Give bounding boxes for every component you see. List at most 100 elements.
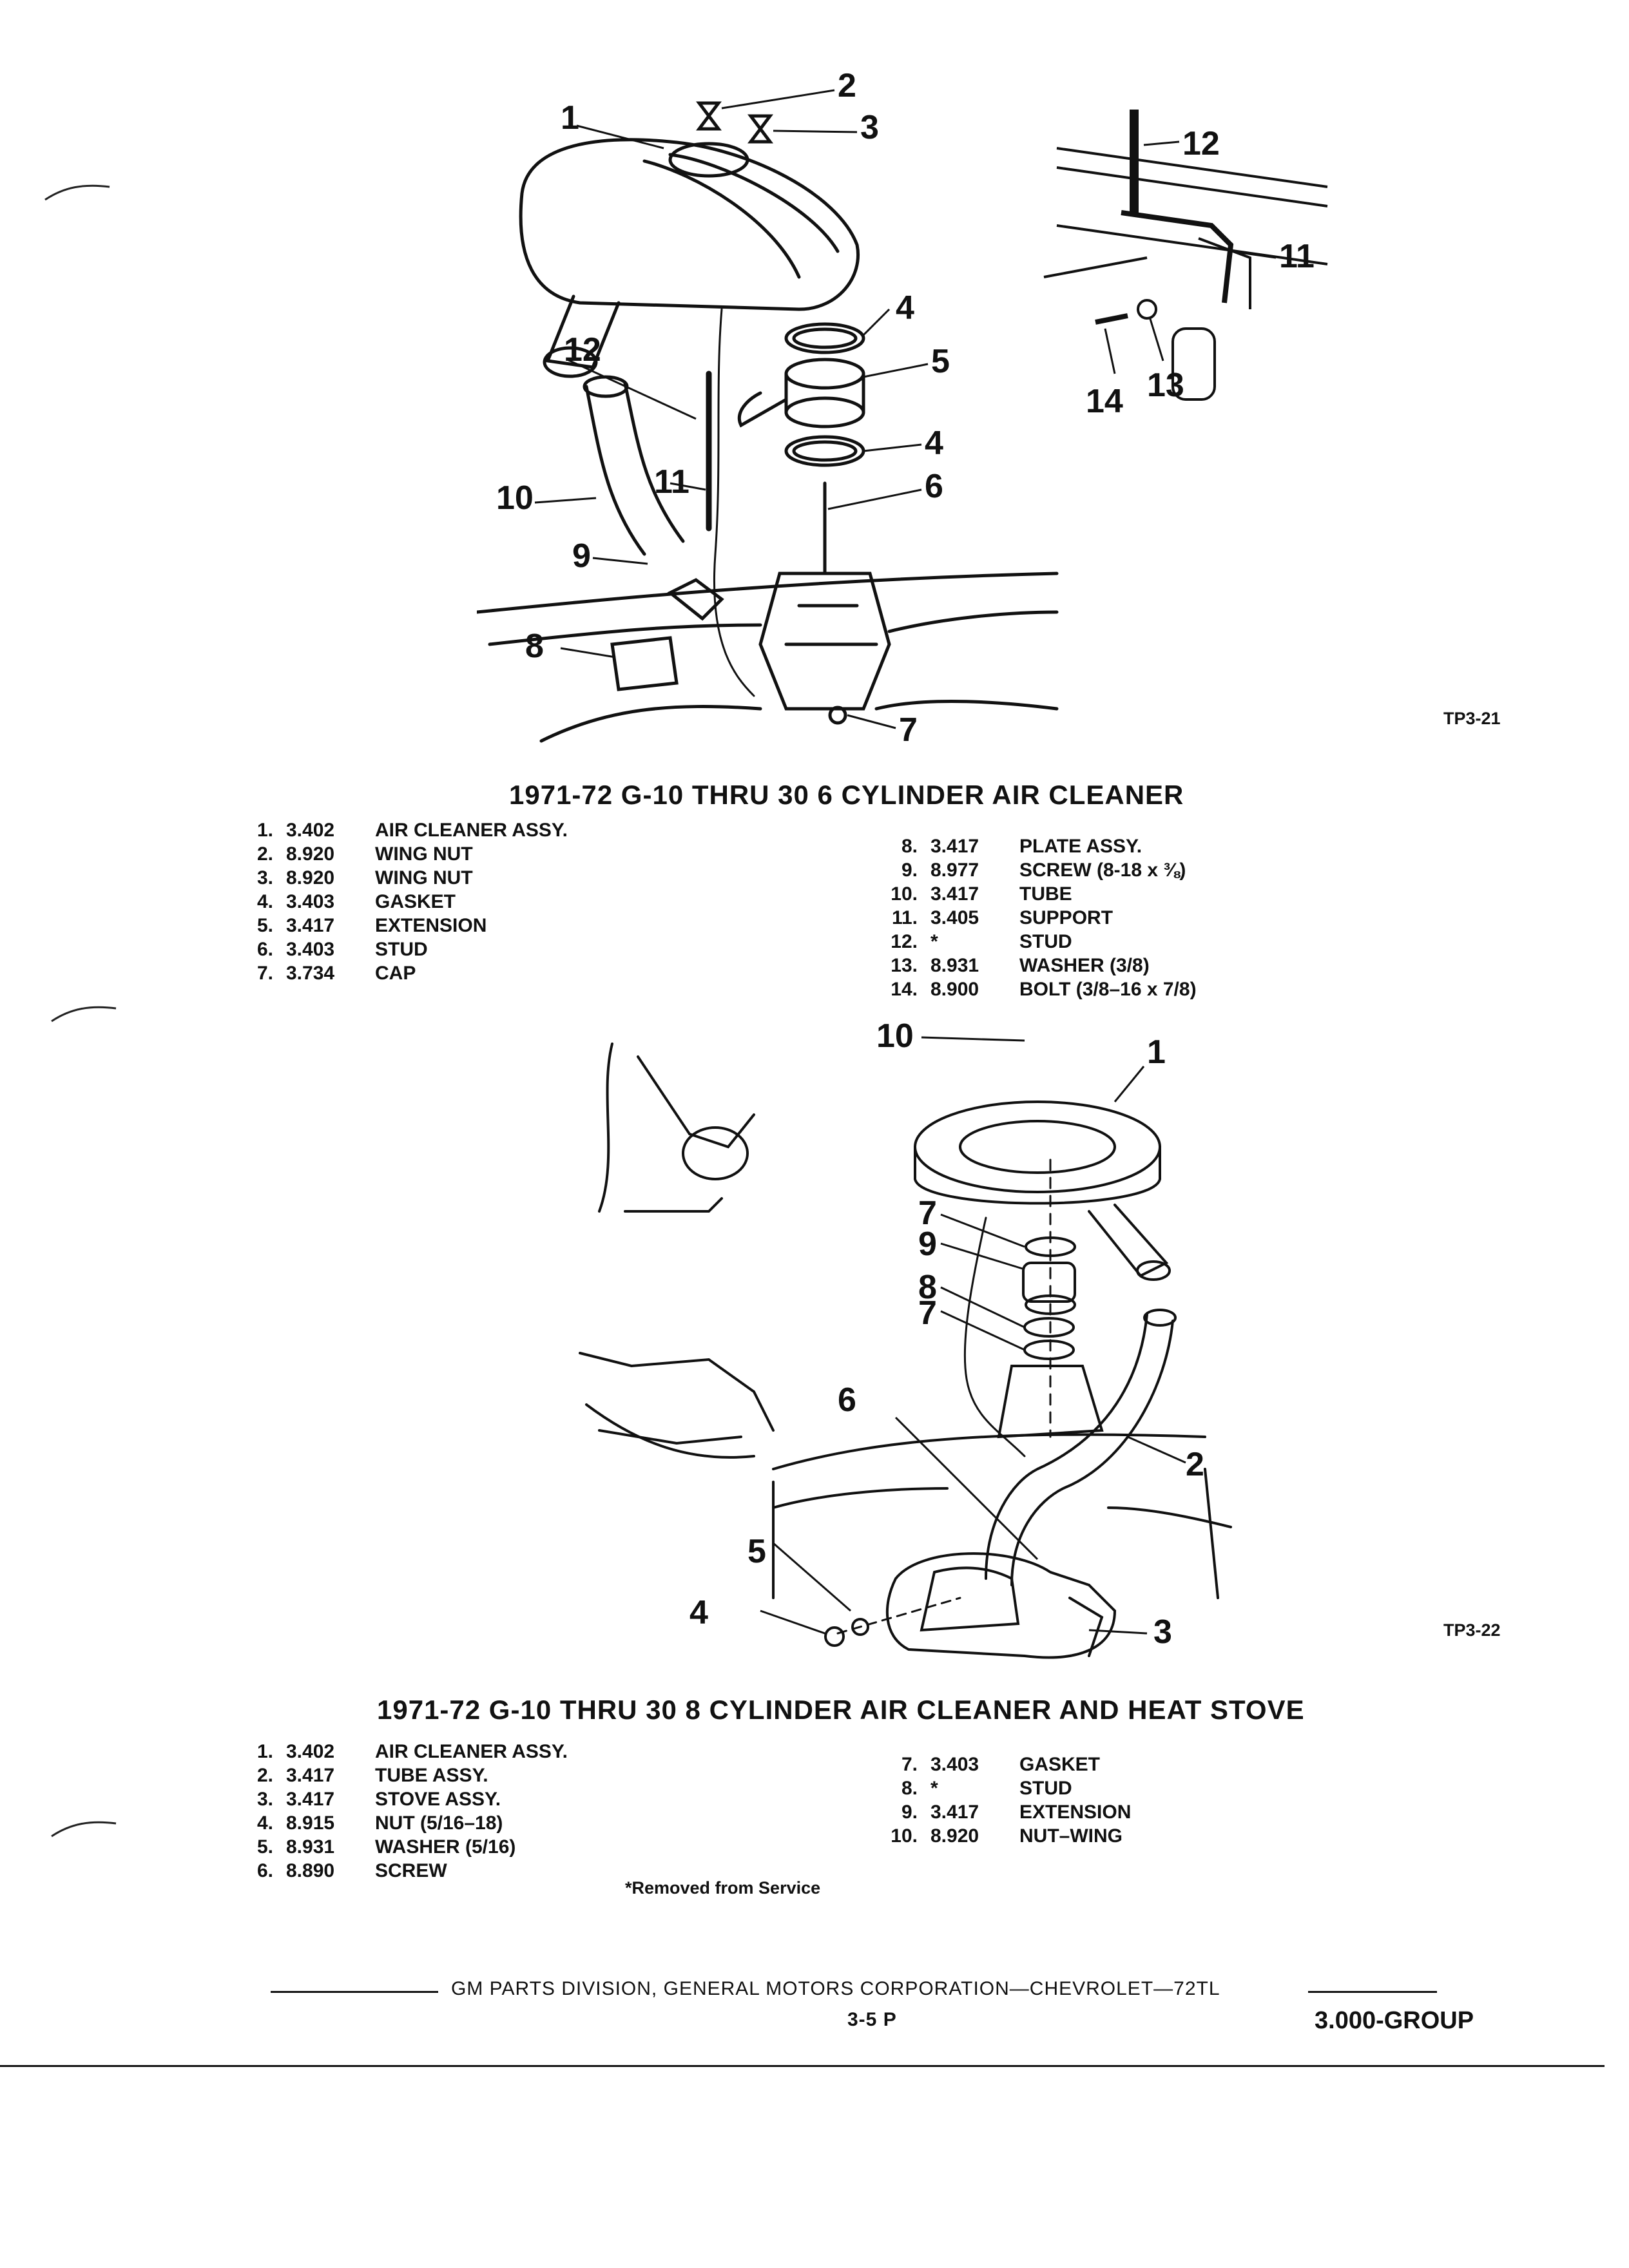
footer-rule-left [271,1991,438,1993]
part-desc: STUD [375,939,428,960]
part-desc: NUT (5/16–18) [375,1812,503,1834]
part-num: 3. [256,1789,273,1810]
figure1-inset-svg: 12 11 13 14 [1043,110,1328,419]
scan-mark [44,184,110,201]
fig1-callout-12: 12 [564,331,601,369]
part-code: 3.403 [286,891,335,912]
part-code: 3.403 [286,939,335,960]
part-num: 2. [256,1765,273,1786]
part-num: 8. [901,836,918,857]
part-code: 3.417 [286,1789,335,1810]
part-num: 3. [256,867,273,889]
parts-row: 5. 3.417 EXTENSION [245,914,568,937]
fig1-callout-8: 8 [525,628,544,665]
part-code: * [930,1778,938,1799]
scan-mark [51,1006,117,1023]
fig1-callout-3: 3 [860,109,879,146]
part-desc: STUD [1019,1778,1072,1799]
part-code: * [930,931,938,952]
scan-mark [51,1821,117,1838]
part-code: 3.403 [930,1754,979,1775]
part-num: 14. [891,979,918,1000]
part-desc: SCREW [375,1860,447,1881]
part-code: 3.405 [930,907,979,928]
air-cleaner-housing [519,138,860,311]
page-number: 3-5 P [847,2009,897,2030]
part-desc: PLATE ASSY. [1019,836,1142,857]
part-num: 9. [901,1802,918,1823]
figure2-diagram: 10 1 7 9 8 7 6 2 5 4 3 [561,1018,1308,1675]
fig1-callout-10: 10 [496,479,534,517]
part-desc: SCREW (8-18 x ⅜) [1019,860,1186,881]
fig1-callout-4a: 4 [896,289,914,327]
part-desc: WASHER (3/8) [1019,955,1150,976]
part-code: 3.402 [286,820,335,841]
part-desc: WING NUT [375,843,473,865]
part-code: 8.890 [286,1860,335,1881]
part-num: 6. [256,939,273,960]
fig1-callout-11-inset: 11 [1279,238,1315,275]
figure1-inset: 12 11 13 14 [1018,97,1353,419]
fig1-callout-11: 11 [654,463,689,501]
fig2-callout-8: 8 [918,1269,937,1306]
part-num: 5. [256,915,273,936]
part-desc: EXTENSION [1019,1802,1132,1823]
page-bottom-rule [0,2065,1605,2067]
part-code: 3.417 [930,1802,979,1823]
part-num: 1. [256,1741,273,1762]
part-code: 3.417 [930,883,979,905]
part-code: 8.931 [286,1836,335,1858]
part-desc: AIR CLEANER ASSY. [375,820,568,841]
part-num: 4. [256,1812,273,1834]
figure1-title: 1971-72 G-10 THRU 30 6 CYLINDER AIR CLEA… [509,780,1184,810]
part-desc: EXTENSION [375,915,487,936]
parts-row: 5. 8.931 WASHER (5/16) [245,1835,568,1859]
part-desc: WASHER (5/16) [375,1836,516,1858]
part-code: 8.977 [930,860,979,881]
part-desc: CAP [375,963,416,984]
figure1-svg: 1 2 3 4 5 4 6 7 8 9 10 11 12 [477,67,1059,749]
parts-row: 14. 8.900 BOLT (3/8–16 x 7/8) [889,977,1197,1001]
part-code: 8.900 [930,979,979,1000]
part-desc: GASKET [1019,1754,1101,1775]
part-code: 3.417 [930,836,979,857]
part-code: 3.402 [286,1741,335,1762]
fig1-callout-2: 2 [838,67,856,104]
fig1-callout-14: 14 [1086,383,1123,419]
part-num: 7. [901,1754,918,1775]
part-code: 8.931 [930,955,979,976]
fig2-callout-4: 4 [689,1594,708,1631]
fig2-callout-5: 5 [747,1533,766,1570]
figure1-id: TP3-21 [1443,709,1501,728]
part-num: 5. [256,1836,273,1858]
part-desc: BOLT (3/8–16 x 7/8) [1019,979,1197,1000]
part-desc: WING NUT [375,867,473,889]
parts-row: 7. 3.403 GASKET [889,1753,1131,1776]
fig1-callout-5: 5 [931,343,950,380]
fig2-callout-10: 10 [876,1018,914,1055]
fig2-callout-9: 9 [918,1225,937,1263]
removed-from-service-note: *Removed from Service [625,1878,821,1898]
part-desc: TUBE [1019,883,1072,905]
part-code: 3.417 [286,915,335,936]
part-num: 12. [891,931,918,952]
